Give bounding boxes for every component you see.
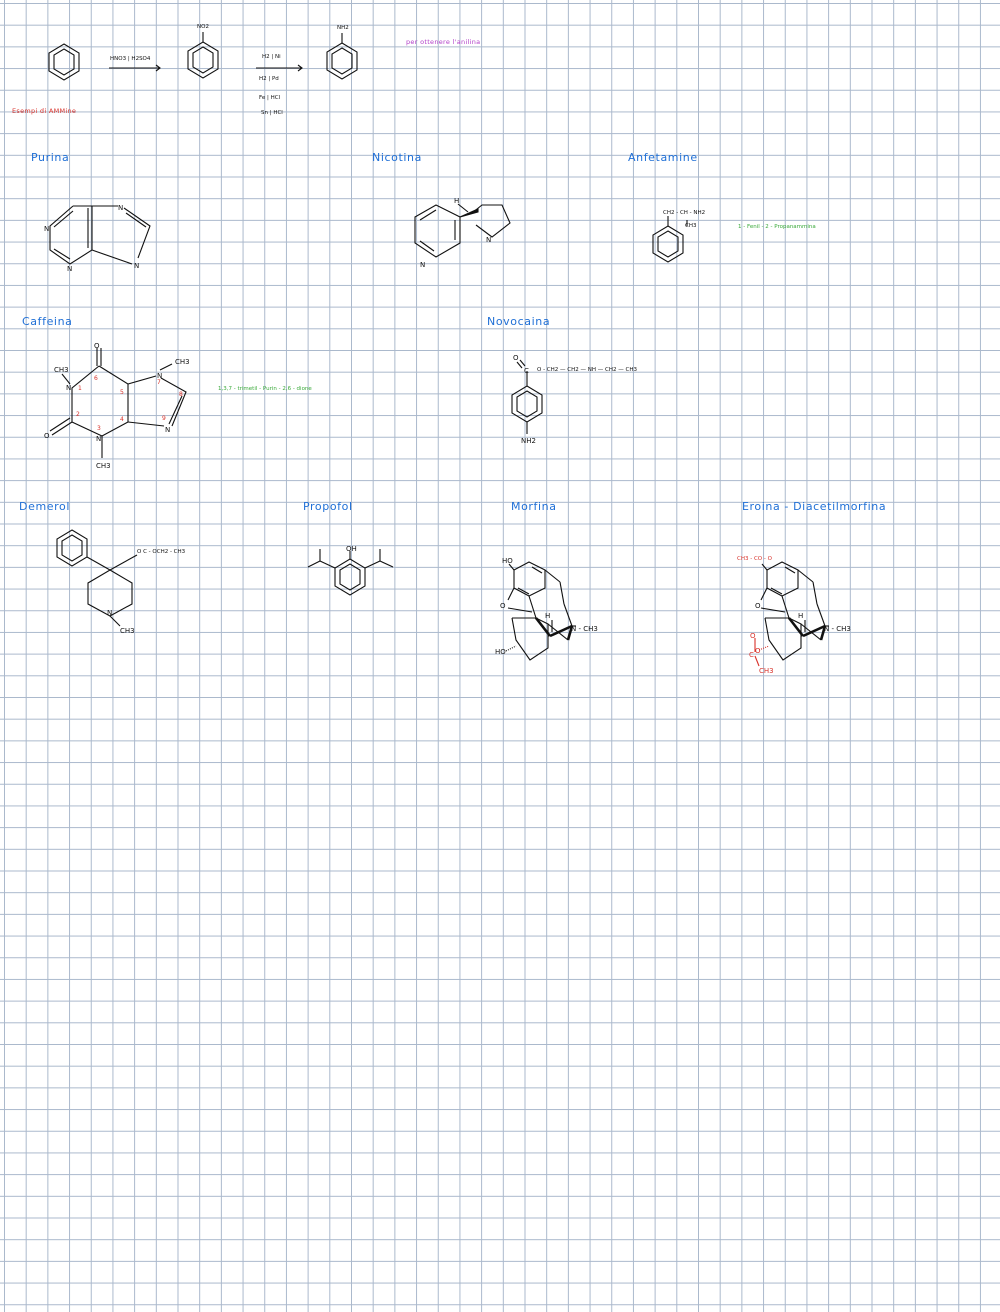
caffeina-num-4: 4 bbox=[120, 416, 124, 423]
anfetamine-methyl: CH3 bbox=[685, 223, 697, 229]
eroina-title: Eroina - Diacetilmorfina bbox=[742, 500, 887, 513]
reaction-note: per ottenere l'anilina bbox=[406, 38, 481, 46]
purina-atom-n4: N bbox=[134, 262, 139, 270]
anfetamine-title: Anfetamine bbox=[628, 151, 698, 164]
reduction-reagent-3: Fe | HCl bbox=[259, 95, 281, 101]
eroina-acetyl-o2: O bbox=[755, 647, 761, 655]
section-title: Esempi di AMMine bbox=[12, 107, 77, 115]
novocaina-title: Novocaina bbox=[487, 315, 551, 328]
nitration-reagent: HNO3 | H2SO4 bbox=[110, 56, 151, 62]
propofol-atom-oh: OH bbox=[346, 545, 357, 553]
caffeina-methyl-3: CH3 bbox=[96, 462, 111, 470]
eroina-acetyl-top: CH3 - CO - O bbox=[737, 556, 772, 562]
caffeina-atom-o2: O bbox=[44, 432, 50, 440]
morfina-title: Morfina bbox=[511, 500, 557, 513]
caffeina-structure: O O N N N N CH3 CH3 CH3 1 2 3 4 5 6 7 8 … bbox=[44, 342, 190, 470]
nicotina-atom-h: H bbox=[454, 197, 459, 205]
caffeina-num-7: 7 bbox=[157, 379, 161, 386]
caffeina-title: Caffeina bbox=[22, 315, 73, 328]
eroina-acetyl-c: C bbox=[749, 651, 754, 659]
nicotina-structure: H N N bbox=[414, 197, 511, 269]
caffeina-atom-n9: N bbox=[165, 426, 170, 434]
nitrobenzene-structure bbox=[187, 32, 219, 79]
novocaina-atom-o: O bbox=[513, 354, 519, 362]
caffeina-atom-n7: N bbox=[157, 372, 162, 380]
demerol-ester: O C - OCH2 - CH3 bbox=[137, 549, 186, 555]
purina-title: Purina bbox=[31, 151, 70, 164]
nicotina-atom-n2: N bbox=[486, 236, 491, 244]
morfina-atom-n-ch3: N - CH3 bbox=[571, 625, 598, 633]
nicotina-title: Nicotina bbox=[372, 151, 422, 164]
eroina-atom-h: H bbox=[798, 612, 803, 620]
caffeina-num-9: 9 bbox=[162, 415, 166, 422]
demerol-methyl: CH3 bbox=[120, 627, 135, 635]
purina-atom-n3: N bbox=[67, 265, 72, 273]
anfetamine-formula: CH2 - CH - NH2 bbox=[663, 210, 706, 216]
eroina-atom-o1: O bbox=[755, 602, 761, 610]
novocaina-atom-nh2: NH2 bbox=[521, 437, 536, 445]
purina-atom-n2: N bbox=[44, 225, 49, 233]
morfina-atom-ho2: HO bbox=[495, 648, 506, 656]
caffeina-num-3: 3 bbox=[97, 425, 101, 432]
caffeina-iupac: 1,3,7 - trimetil - Purin - 2,6 - dione bbox=[218, 386, 312, 392]
reduction-reagent-1: H2 | Ni bbox=[262, 54, 281, 60]
novocaina-chain: O - CH2 — CH2 — NH — CH2 — CH3 bbox=[537, 367, 637, 373]
purina-structure: N N N N bbox=[44, 204, 151, 273]
demerol-structure: N CH3 bbox=[56, 529, 138, 635]
morfina-atom-ho1: HO bbox=[502, 557, 513, 565]
nitro-group-label: NO2 bbox=[197, 24, 209, 30]
novocaina-atom-c: C bbox=[524, 367, 529, 375]
reaction-arrow-2 bbox=[256, 64, 303, 72]
caffeina-atom-o1: O bbox=[94, 342, 100, 350]
caffeina-num-8: 8 bbox=[179, 391, 183, 398]
benzene-structure bbox=[48, 43, 80, 81]
eroina-atom-n-ch3: N - CH3 bbox=[824, 625, 851, 633]
caffeina-num-6: 6 bbox=[94, 375, 98, 382]
nicotina-atom-n1: N bbox=[420, 261, 425, 269]
aniline-structure bbox=[326, 33, 358, 80]
caffeina-methyl-7: CH3 bbox=[175, 358, 190, 366]
morfina-atom-o: O bbox=[500, 602, 506, 610]
anfetamine-structure bbox=[652, 216, 688, 263]
anfetamine-iupac: 1 - Fenil - 2 - Propanammina bbox=[738, 224, 816, 230]
morfina-structure: HO O H N - CH3 HO bbox=[495, 557, 598, 661]
caffeina-num-5: 5 bbox=[120, 389, 124, 396]
eroina-acetyl-ch3: CH3 bbox=[759, 667, 774, 675]
propofol-structure: OH bbox=[307, 545, 394, 596]
amine-group-label: NH2 bbox=[337, 25, 349, 31]
reduction-reagent-4: Sn | HCl bbox=[261, 110, 283, 116]
propofol-title: Propofol bbox=[303, 500, 353, 513]
eroina-acetyl-o1: O bbox=[750, 632, 756, 640]
caffeina-num-1: 1 bbox=[78, 385, 82, 392]
morfina-atom-h: H bbox=[545, 612, 550, 620]
caffeina-methyl-1: CH3 bbox=[54, 366, 69, 374]
caffeina-num-2: 2 bbox=[76, 411, 80, 418]
novocaina-structure: O C NH2 bbox=[511, 354, 543, 445]
reaction-arrow-1 bbox=[109, 64, 161, 72]
caffeina-atom-n3: N bbox=[96, 435, 101, 443]
purina-atom-n1: N bbox=[118, 204, 123, 212]
reduction-reagent-2: H2 | Pd bbox=[259, 76, 279, 82]
caffeina-atom-n1: N bbox=[66, 384, 71, 392]
demerol-atom-n: N bbox=[107, 609, 112, 617]
demerol-title: Demerol bbox=[19, 500, 70, 513]
eroina-structure: O H N - CH3 O C O CH3 bbox=[749, 561, 851, 675]
